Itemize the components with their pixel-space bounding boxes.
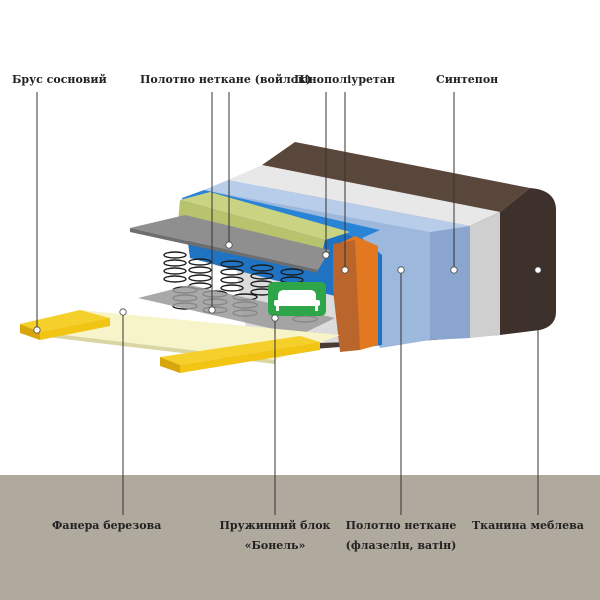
leader-lines [36, 92, 539, 515]
label-polyurethane-foam: Пінополіуретан [294, 73, 396, 86]
label-nonwoven-felt: Полотно неткане (войлок) [140, 73, 312, 86]
pine-beam-front [160, 336, 320, 373]
label-birch-plywood: Фанера березова [52, 519, 162, 532]
spring [163, 251, 187, 283]
label-nonwoven-fabric: Полотно неткане [345, 519, 457, 532]
ground-band [0, 475, 600, 600]
spring [188, 258, 212, 290]
label-furniture-fabric: Тканина меблева [472, 519, 584, 532]
label-nonwoven-fabric-detail: (флазелін, ватін) [345, 539, 457, 552]
pine-beam-back [20, 310, 110, 340]
plate-lower [138, 285, 335, 335]
sofa-icon [268, 282, 326, 316]
spring [220, 260, 244, 292]
label-spring-block-name: «Бонель» [244, 539, 306, 552]
label-spring-block: Пружинний блок [219, 519, 331, 532]
label-sintepon: Синтепон [436, 73, 499, 86]
label-pine-beam: Брус сосновий [12, 73, 107, 86]
layer-polyurethane-foam [333, 236, 378, 352]
callout-dots [33, 241, 542, 334]
